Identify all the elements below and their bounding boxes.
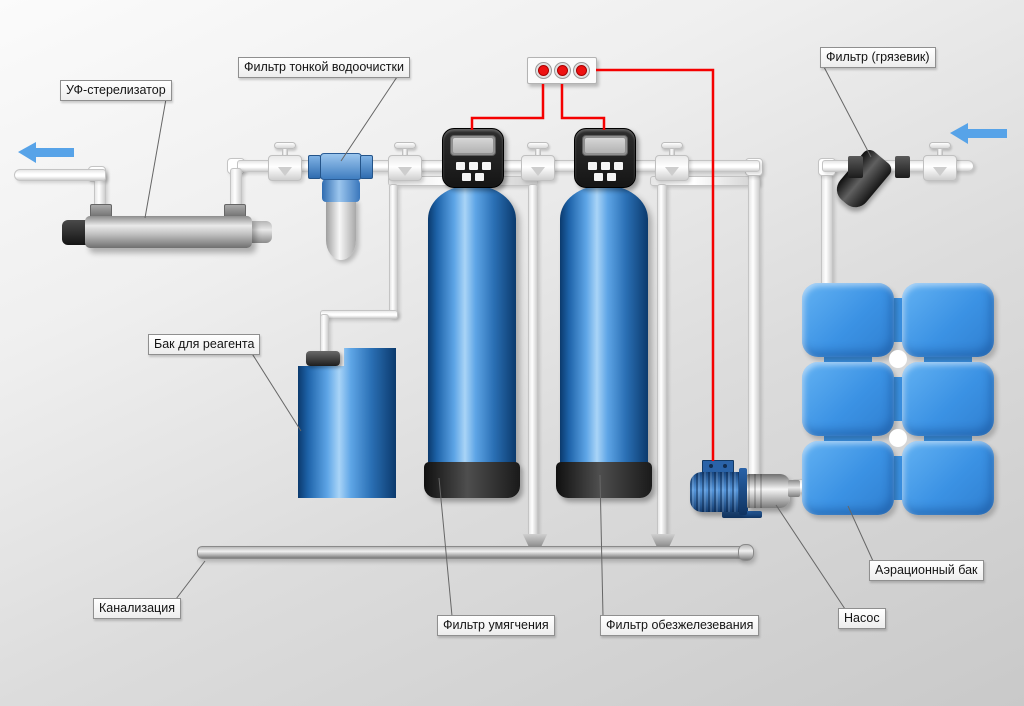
leader-line-mud-filter (823, 66, 872, 158)
softener-tank (428, 185, 516, 466)
pipe-drain-leg-1 (528, 184, 538, 540)
aeration-tank-cell (802, 283, 894, 357)
label-aeration-tank: Аэрационный бак (869, 560, 984, 581)
aeration-tank-cell (802, 362, 894, 436)
control-head-1-button (456, 162, 465, 170)
valve-4-notch (665, 167, 679, 176)
sewage-pipe (197, 546, 745, 559)
uv-sterilizer-left-cap (62, 220, 88, 245)
pipe-brine-line-vertical (389, 184, 398, 318)
aeration-tank-cell (902, 283, 994, 357)
label-reagent-tank: Бак для реагента (148, 334, 261, 355)
sewage-tee-2 (650, 534, 676, 548)
valve-2-notch (398, 167, 412, 176)
fine-filter-collar-right (360, 155, 373, 179)
flow-in-arrow-icon (950, 123, 1007, 144)
label-iron-removal-filter: Фильтр обезжелезевания (600, 615, 760, 636)
power-socket-1-pin (538, 65, 549, 76)
leader-line-reagent-tank (250, 351, 302, 432)
mud-filter-collar-left (848, 156, 863, 178)
label-fine-filter: Фильтр тонкой водоочистки (238, 57, 410, 78)
power-wire-2 (560, 84, 606, 130)
pump-outlet-nozzle (788, 480, 800, 497)
pipe-drain-leg-2 (657, 184, 667, 540)
valve-1-notch (278, 167, 292, 176)
aeration-tank-junction-dot (889, 350, 907, 368)
pump-terminal-screw (723, 464, 727, 468)
label-pump: Насос (838, 608, 886, 629)
control-head-1-button (475, 173, 484, 181)
control-head-2-button (594, 173, 603, 181)
pipe-inlet-drop (821, 164, 833, 290)
power-wire-1 (470, 84, 545, 130)
aeration-tank-cell (902, 362, 994, 436)
leader-line-pump (775, 504, 846, 610)
reagent-tank (298, 348, 396, 498)
pipe-outlet-line (14, 169, 106, 181)
control-head-1-button (482, 162, 491, 170)
softener-tank-base (424, 462, 520, 498)
pump-flange (739, 468, 747, 515)
sewage-pipe-end-cap (738, 544, 754, 561)
fine-filter-bowl (326, 198, 356, 260)
control-head-1-button (462, 173, 471, 181)
sewage-tee-1 (522, 534, 548, 548)
aeration-tank-cell (902, 441, 994, 515)
fine-filter-collar-left (308, 155, 321, 179)
control-head-2-display-inner (585, 138, 625, 153)
valve-3-notch (531, 167, 545, 176)
label-uv-sterilizer: УФ-стерелизатор (60, 80, 172, 101)
pipe-brine-line-horizontal (320, 310, 398, 319)
aeration-tank-junction-dot (889, 429, 907, 447)
control-head-2-button (607, 173, 616, 181)
pump-terminal-screw (709, 464, 713, 468)
leader-line-sewage (175, 560, 206, 600)
reagent-tank-cap (306, 351, 340, 366)
label-softener-filter: Фильтр умягчения (437, 615, 555, 636)
power-socket-3-pin (576, 65, 587, 76)
aeration-tank (802, 283, 994, 515)
iron-removal-tank-base (556, 462, 652, 498)
control-head-2-button (614, 162, 623, 170)
valve-5-notch (933, 167, 947, 176)
label-sewage: Канализация (93, 598, 181, 619)
iron-removal-tank (560, 185, 648, 466)
aeration-tank-cell (802, 441, 894, 515)
pump-casing-ridges (748, 474, 766, 508)
power-socket-2-pin (557, 65, 568, 76)
valve-5 (923, 155, 957, 181)
fine-filter-bowl-cap (322, 178, 360, 202)
uv-sterilizer-right-cap (250, 221, 272, 243)
pump-casing (746, 474, 790, 508)
leader-line-fine-filter (340, 76, 398, 162)
pipe-pump-riser (748, 164, 760, 476)
control-head-1-display-inner (453, 138, 493, 153)
pump-motor (690, 472, 742, 512)
flow-out-arrow-icon (18, 142, 74, 163)
fine-filter-head (320, 153, 362, 180)
control-head-2-button (588, 162, 597, 170)
label-mud-filter: Фильтр (грязевик) (820, 47, 936, 68)
leader-line-uv (144, 98, 167, 219)
uv-sterilizer-body (85, 216, 252, 248)
mud-filter-collar-right (895, 156, 910, 178)
control-head-2-button (601, 162, 610, 170)
control-head-1-button (469, 162, 478, 170)
